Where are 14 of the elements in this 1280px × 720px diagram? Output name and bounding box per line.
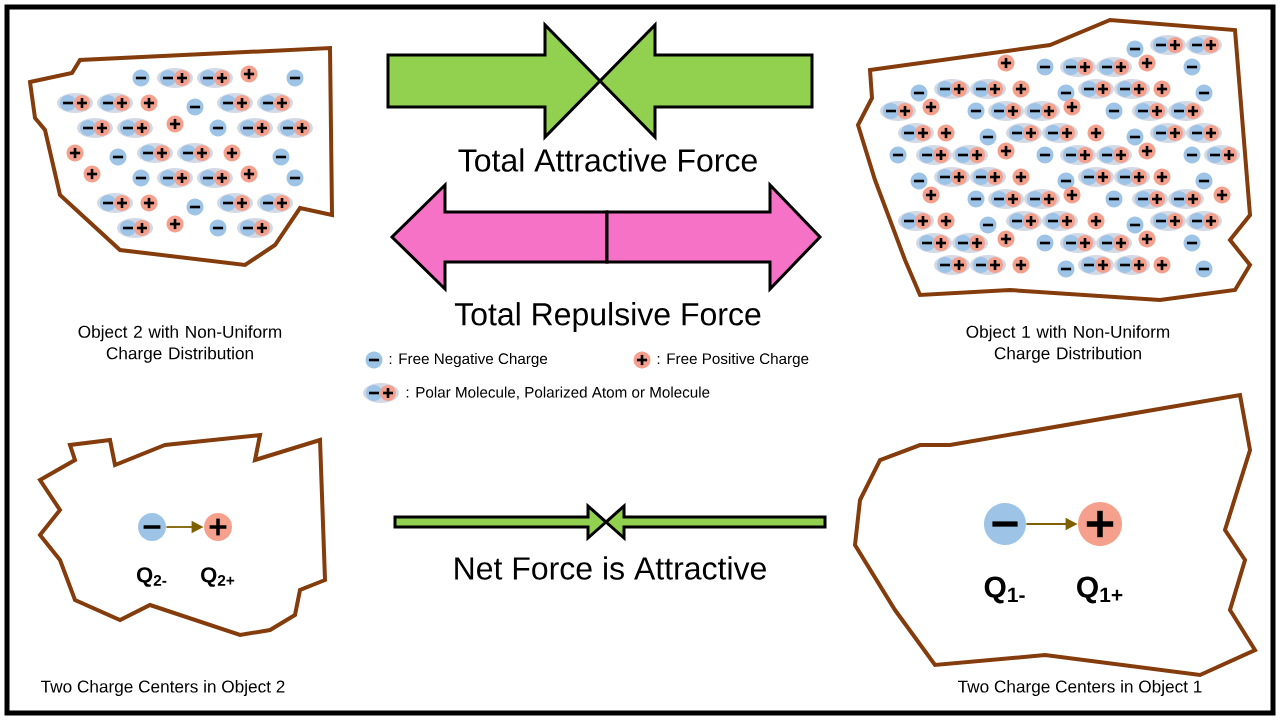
legend-text: : Free Positive Charge — [657, 352, 809, 368]
caption: Total Repulsive Force — [454, 302, 761, 332]
charge-label: Q$_{1+}$ — [1077, 576, 1123, 604]
legend-text: : Free Negative Charge — [389, 352, 548, 368]
charge-label: Q$_{2-}$ — [137, 567, 167, 587]
charge-label: Q$_{1-}$ — [984, 576, 1025, 604]
caption: Total Attractive Force — [458, 148, 757, 172]
caption: Object 2 with Non-Uniform Charge Distribution — [78, 325, 282, 363]
caption: Net Force is Attractive — [455, 556, 766, 580]
charge-label: Q$_{2+}$ — [201, 567, 235, 587]
caption: Object 1 with Non-Uniform Charge Distribution — [966, 325, 1170, 363]
caption: Two Charge Centers in Object 1 — [958, 680, 1202, 697]
caption: Two Charge Centers in Object 2 — [41, 680, 285, 697]
legend-text: : Polar Molecule, Polarized Atom or Molecule — [406, 386, 710, 400]
